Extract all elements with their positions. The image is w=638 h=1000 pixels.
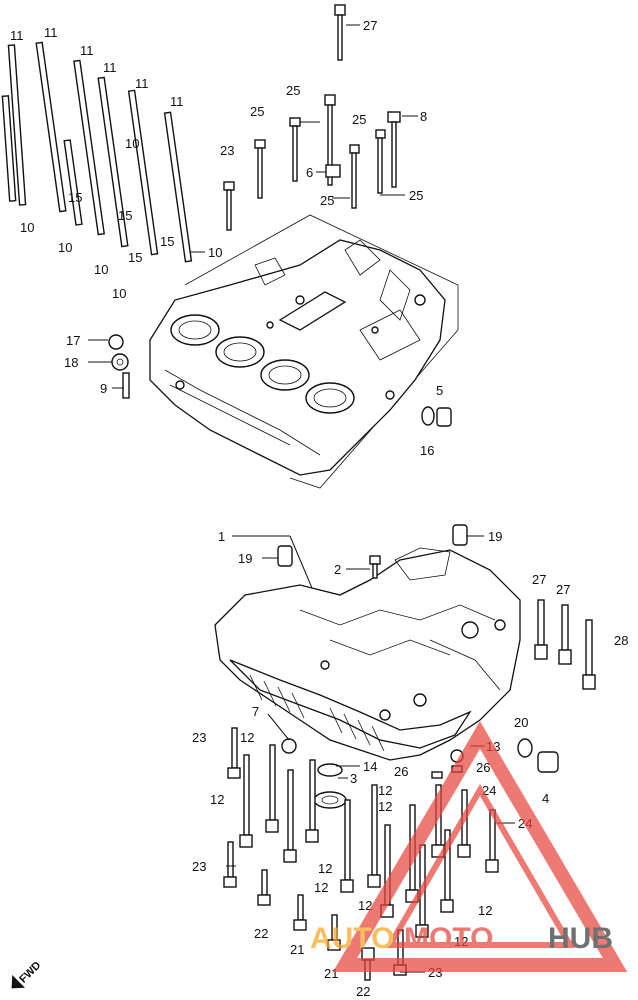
callout-11: 11 (80, 43, 94, 58)
watermark-text-hub: HUB (548, 922, 613, 955)
callout-2: 2 (334, 562, 341, 577)
callout-25: 25 (320, 193, 334, 208)
callout-25: 25 (286, 83, 300, 98)
callout-23: 23 (220, 143, 234, 158)
callout-15: 15 (118, 208, 132, 223)
callout-19: 19 (488, 529, 502, 544)
watermark-logo: AUTO MOTO HUB (310, 721, 628, 972)
callout-9: 9 (100, 381, 107, 396)
callout-27: 27 (556, 582, 570, 597)
callout-20: 20 (514, 715, 528, 730)
callout-3: 3 (350, 771, 357, 786)
leader-lines (88, 24, 515, 973)
callout-14: 14 (363, 759, 377, 774)
forward-direction-indicator: FWD (11, 959, 43, 989)
callout-26: 26 (476, 760, 490, 775)
callout-12: 12 (210, 792, 224, 807)
callout-10: 10 (58, 240, 72, 255)
callout-26: 26 (394, 764, 408, 779)
callout-15: 15 (68, 190, 82, 205)
callout-10: 10 (94, 262, 108, 277)
lower-crankcase (214, 547, 521, 761)
warning-triangle-icon (332, 721, 628, 972)
callout-12: 12 (318, 861, 332, 876)
fwd-label: FWD (17, 959, 43, 985)
callout-1: 1 (218, 529, 225, 544)
callout-7: 7 (252, 704, 259, 719)
callout-4: 4 (542, 791, 549, 806)
callout-12: 12 (478, 903, 492, 918)
callout-11: 11 (103, 60, 117, 75)
callout-8: 8 (420, 109, 427, 124)
callout-25: 25 (250, 104, 264, 119)
callout-11: 11 (10, 28, 24, 43)
callout-15: 15 (128, 250, 142, 265)
callout-12: 12 (314, 880, 328, 895)
callout-23: 23 (192, 859, 206, 874)
callout-22: 22 (356, 984, 370, 999)
callout-12: 12 (378, 783, 392, 798)
upper-crankcase (149, 214, 459, 489)
callout-16: 16 (420, 443, 434, 458)
callout-10: 10 (20, 220, 34, 235)
callout-15: 15 (160, 234, 174, 249)
watermark-text-auto: AUTO (310, 922, 394, 955)
callout-27: 27 (363, 18, 377, 33)
callout-10: 10 (208, 245, 222, 260)
callout-11: 11 (44, 25, 58, 40)
callout-11: 11 (135, 76, 149, 91)
callout-12: 12 (378, 799, 392, 814)
callout-17: 17 (66, 333, 80, 348)
watermark-text-moto: MOTO (404, 922, 493, 955)
callout-25: 25 (352, 112, 366, 127)
callout-23: 23 (192, 730, 206, 745)
callout-6: 6 (306, 165, 313, 180)
callout-11: 11 (170, 94, 184, 109)
callout-28: 28 (614, 633, 628, 648)
callout-21: 21 (290, 942, 304, 957)
cylinder-studs (1, 41, 193, 263)
callout-27: 27 (532, 572, 546, 587)
callout-19: 19 (238, 551, 252, 566)
callout-12: 12 (240, 730, 254, 745)
callout-10: 10 (112, 286, 126, 301)
warning-triangle-inner-icon (384, 784, 576, 948)
arrow-icon (11, 975, 25, 989)
callout-12: 12 (358, 898, 372, 913)
callout-labels: 27 11 11 11 11 11 11 25 25 25 25 25 8 23… (10, 18, 628, 999)
callout-25: 25 (409, 188, 423, 203)
bolts (108, 4, 596, 981)
callout-18: 18 (64, 355, 78, 370)
callout-22: 22 (254, 926, 268, 941)
callout-10: 10 (125, 136, 139, 151)
callout-5: 5 (436, 383, 443, 398)
